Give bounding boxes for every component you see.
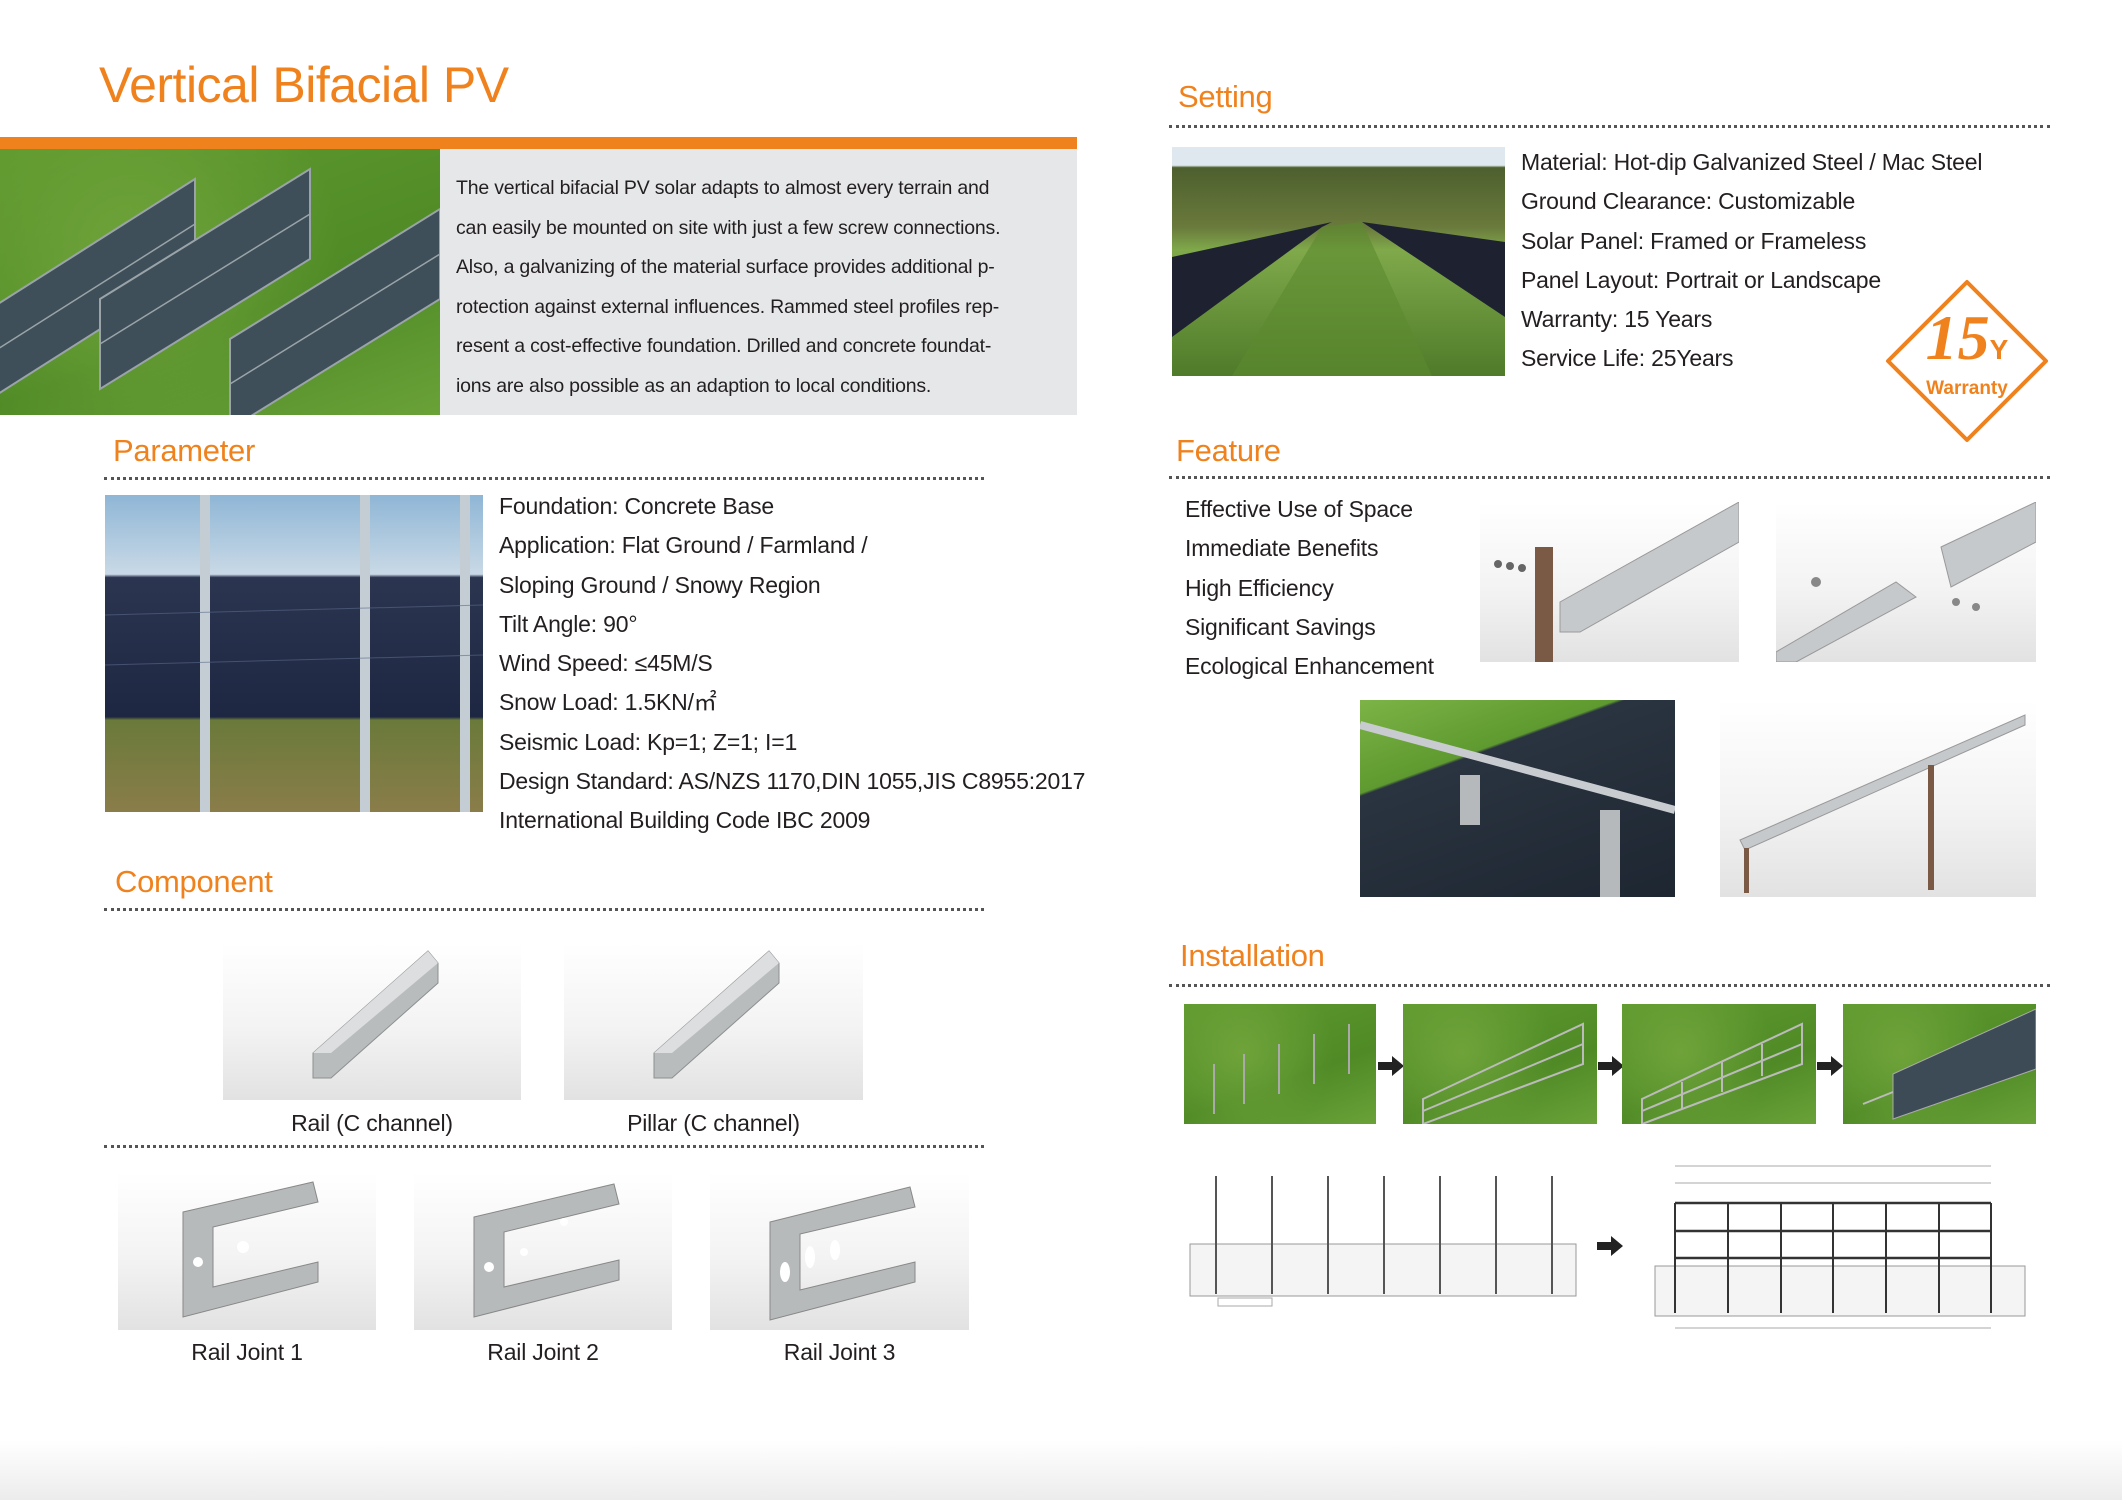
rail-joint-3-label: Rail Joint 3 bbox=[783, 1339, 896, 1365]
install-step-3-image bbox=[1622, 1004, 1816, 1124]
rail-joint-2-image bbox=[414, 1172, 672, 1330]
orange-bar bbox=[0, 137, 1077, 149]
rail-joint-1-image bbox=[118, 1172, 376, 1330]
pillar-label: Pillar (C channel) bbox=[627, 1110, 800, 1136]
foundation-drawing bbox=[1188, 1170, 1578, 1310]
arrow-right-icon bbox=[1598, 1056, 1624, 1076]
feature-heading: Feature bbox=[1176, 433, 1281, 468]
warranty-number: 15 bbox=[1925, 302, 1990, 373]
component-heading: Component bbox=[115, 864, 273, 899]
page-title: Vertical Bifacial PV bbox=[99, 57, 509, 113]
hero-image bbox=[0, 149, 440, 415]
parameter-image bbox=[105, 495, 483, 812]
rail-label: Rail (C channel) bbox=[291, 1110, 453, 1136]
divider bbox=[1169, 984, 2050, 987]
rail-joint-3-image bbox=[710, 1172, 969, 1330]
feature-image-panel bbox=[1360, 700, 1675, 897]
rail-joint-1-label: Rail Joint 1 bbox=[191, 1339, 303, 1365]
warranty-label: Warranty bbox=[1926, 378, 2008, 399]
feature-list: Effective Use of Space Immediate Benefit… bbox=[1185, 496, 1434, 680]
feature-image-frame bbox=[1720, 700, 2036, 897]
install-step-1-image bbox=[1184, 1004, 1376, 1124]
parameter-list: Foundation: Concrete Base Application: F… bbox=[499, 493, 1086, 834]
divider bbox=[104, 1145, 984, 1148]
divider bbox=[1169, 476, 2050, 479]
arrow-right-icon bbox=[1597, 1236, 1623, 1256]
arrow-right-icon bbox=[1817, 1056, 1843, 1076]
setting-list: Material: Hot-dip Galvanized Steel / Mac… bbox=[1521, 149, 1983, 372]
intro-text: The vertical bifacial PV solar adapts to… bbox=[456, 177, 1001, 397]
divider bbox=[104, 477, 984, 480]
rail-joint-2-label: Rail Joint 2 bbox=[487, 1339, 599, 1365]
parameter-heading: Parameter bbox=[113, 433, 256, 468]
setting-image bbox=[1172, 147, 1505, 376]
setting-heading: Setting bbox=[1178, 79, 1273, 114]
rail-image bbox=[223, 943, 521, 1100]
install-step-2-image bbox=[1403, 1004, 1597, 1124]
structure-drawing bbox=[1653, 1158, 2027, 1334]
warranty-unit: Y bbox=[1989, 334, 2009, 365]
install-step-4-image bbox=[1843, 1004, 2036, 1124]
divider bbox=[1169, 125, 2050, 128]
intro-box: The vertical bifacial PV solar adapts to… bbox=[440, 149, 1077, 415]
installation-heading: Installation bbox=[1180, 938, 1325, 973]
feature-image-bracket bbox=[1480, 502, 1739, 662]
warranty-badge: 15Y Warranty bbox=[1884, 278, 2050, 444]
pillar-image bbox=[564, 943, 863, 1100]
page-bottom-shade bbox=[0, 1440, 2122, 1500]
feature-image-joint bbox=[1776, 502, 2036, 662]
divider bbox=[104, 908, 984, 911]
arrow-right-icon bbox=[1378, 1056, 1404, 1076]
